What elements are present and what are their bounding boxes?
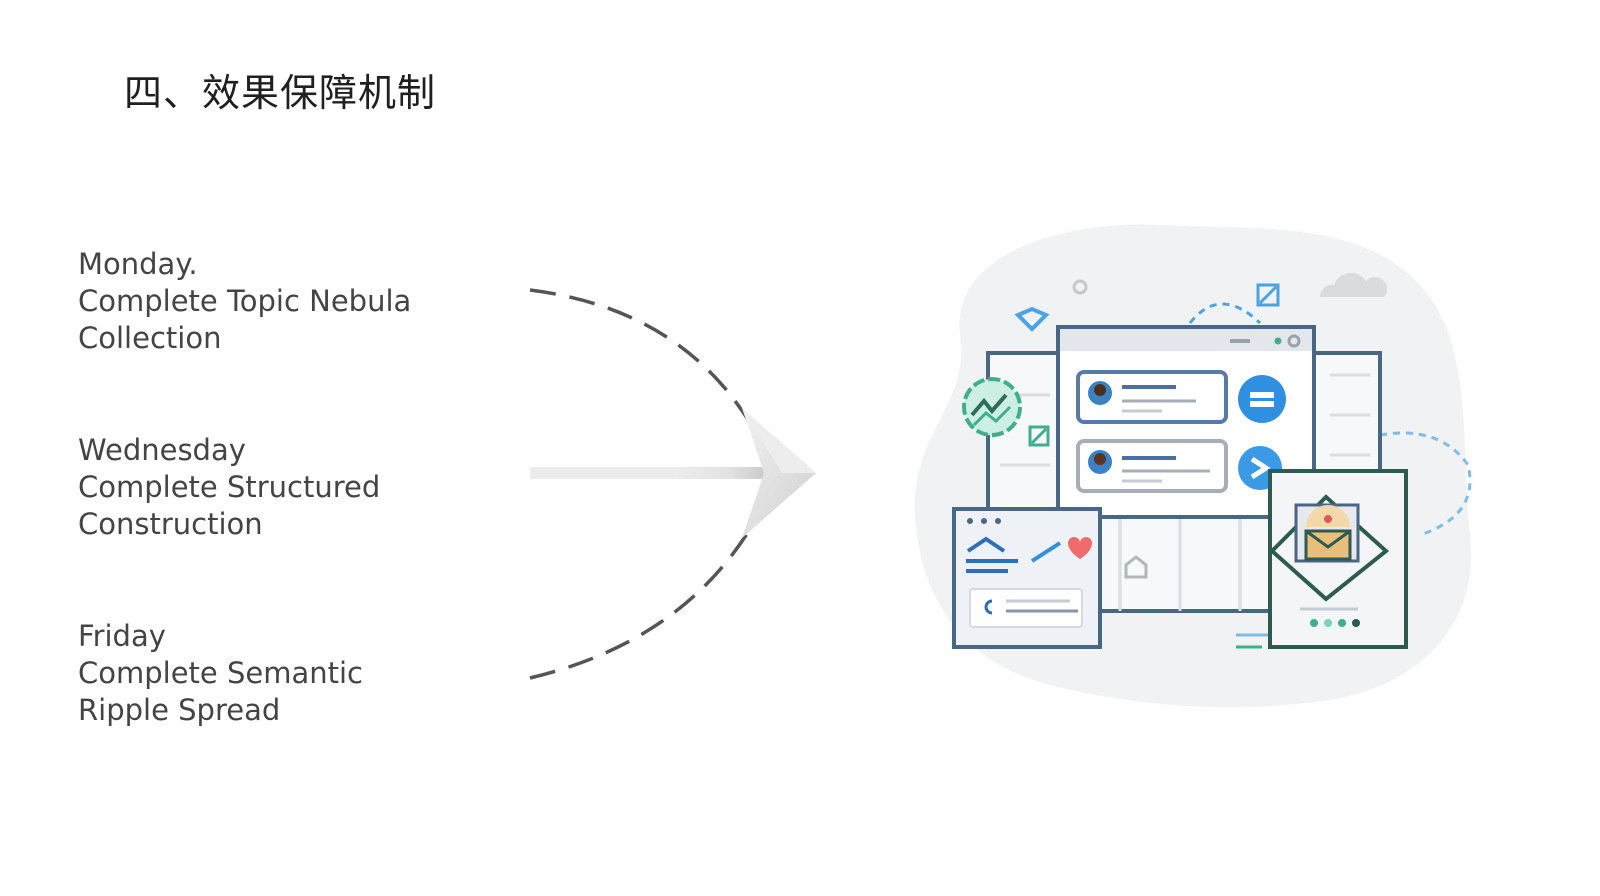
schedule-entry-wednesday: Wednesday Complete Structured Constructi… (78, 432, 518, 543)
converging-arrow-icon (529, 288, 816, 680)
schedule-day: Wednesday (78, 433, 246, 467)
slide-title: 四、效果保障机制 (124, 71, 437, 115)
schedule-task: Complete Topic Nebula (78, 284, 412, 318)
schedule-day: Friday (78, 619, 166, 653)
schedule-task-cont: Collection (78, 321, 222, 355)
schedule-day: Monday. (78, 247, 198, 281)
dashboard-illustration-icon (914, 224, 1472, 708)
schedule-task: Complete Structured (78, 470, 381, 504)
schedule-task: Complete Semantic (78, 656, 364, 690)
schedule-entry-friday: Friday Complete Semantic Ripple Spread (78, 618, 518, 729)
schedule-entry-monday: Monday. Complete Topic Nebula Collection (78, 246, 518, 357)
schedule-task-cont: Construction (78, 507, 263, 541)
schedule-task-cont: Ripple Spread (78, 693, 281, 727)
